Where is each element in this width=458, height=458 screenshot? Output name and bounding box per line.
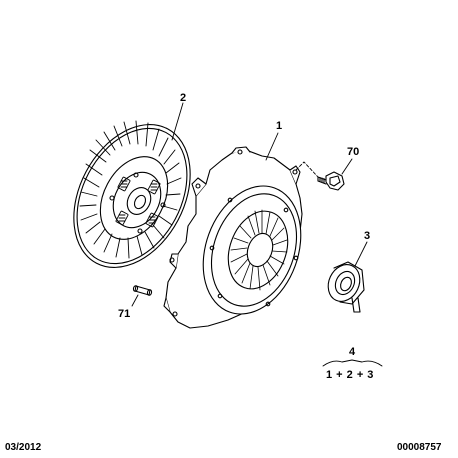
leader-line-part2 (171, 102, 184, 141)
release-bearing (327, 261, 365, 313)
clutch-pressure-plate (163, 146, 303, 329)
footer-date: 03/2012 (5, 442, 42, 453)
kit-bracket (322, 359, 383, 367)
leader-line-part71 (131, 294, 139, 307)
bolt (317, 171, 345, 191)
callout-part1: 1 (276, 120, 283, 132)
clutch-disc (73, 120, 191, 268)
callout-part70: 70 (347, 146, 360, 158)
leader-line-part1 (265, 132, 279, 161)
callout-kit-number: 4 (349, 346, 356, 358)
dowel-pin (132, 285, 153, 296)
leader-line-part70 (341, 158, 353, 175)
callout-part71: 71 (118, 308, 131, 320)
leader-line-bolt-hole (295, 161, 319, 178)
leader-line-part3 (354, 241, 368, 267)
callout-part2: 2 (180, 92, 187, 104)
callout-kit-formula: 1 + 2 + 3 (326, 369, 374, 381)
footer-code: 00008757 (397, 442, 442, 453)
callout-part3: 3 (364, 230, 371, 242)
